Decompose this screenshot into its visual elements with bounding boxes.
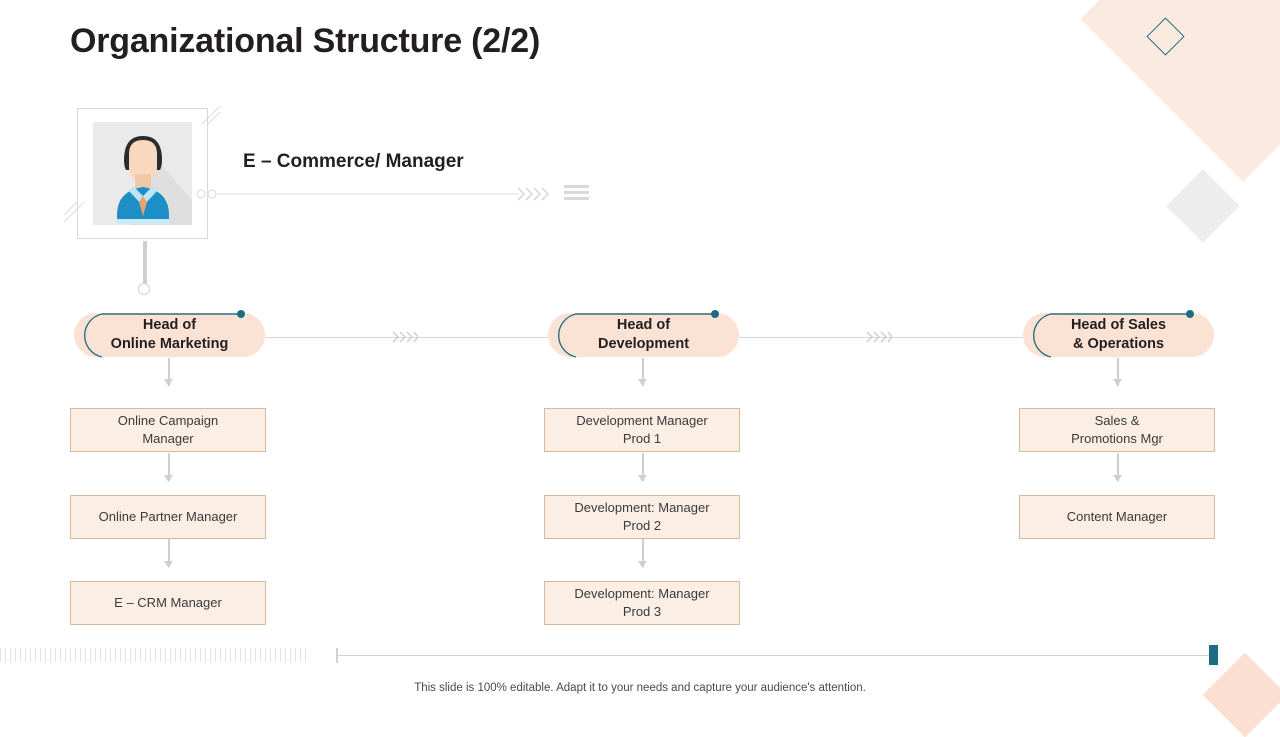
footer-accent-marker	[1209, 645, 1218, 665]
connector-c2-1	[642, 453, 644, 481]
role-box-label: Online Campaign Manager	[118, 412, 218, 449]
head-node-sales-operations[interactable]: Head of Sales & Operations	[1023, 310, 1214, 358]
head-label-line1: Head of Sales	[1070, 316, 1167, 333]
role-label-line2: Prod 2	[622, 518, 662, 533]
role-label-line1: Development Manager	[576, 412, 708, 428]
role-label-line1: E – CRM Manager	[114, 594, 222, 610]
head-node-online-marketing[interactable]: Head of Online Marketing	[74, 310, 265, 358]
footer-note: This slide is 100% editable. Adapt it to…	[414, 682, 866, 694]
connector-c3-head	[1117, 358, 1119, 386]
head-label-line2: & Operations	[1072, 336, 1165, 352]
role-box-development-manager-prod-1[interactable]: Development Manager Prod 1	[544, 408, 740, 452]
pill-accent-arc	[1032, 310, 1194, 358]
page-title: Organizational Structure (2/2)	[70, 22, 541, 60]
hamburger-menu-icon[interactable]	[564, 185, 589, 200]
decorative-gray-diamond	[1166, 169, 1240, 243]
head-node-label: Head of Online Marketing	[111, 316, 229, 354]
head-label-line2: Online Marketing	[110, 336, 229, 352]
arrowhead-c1-1	[164, 475, 173, 482]
role-box-label: Online Partner Manager	[99, 508, 238, 526]
role-box-development-manager-prod-2[interactable]: Development: Manager Prod 2	[544, 495, 740, 539]
role-label-line1: Development: Manager	[574, 499, 710, 515]
head-label-line2: Development	[597, 336, 690, 352]
connector-c1-2	[168, 539, 170, 567]
role-label-line2: Promotions Mgr	[1071, 431, 1163, 446]
decorative-peach-square	[1080, 0, 1280, 182]
role-label-line2: Prod 3	[622, 604, 662, 619]
footer-divider	[336, 655, 1212, 656]
role-box-e-crm-manager[interactable]: E – CRM Manager	[70, 581, 266, 625]
arrowhead-c2-head	[638, 379, 647, 386]
arrowhead-c1-head	[164, 379, 173, 386]
role-box-label: Development: Manager Prod 3	[574, 585, 709, 622]
trunk-connector-line	[143, 241, 147, 289]
rail-chevron-icon-2	[866, 331, 892, 343]
role-box-label: Development Manager Prod 1	[576, 412, 708, 449]
head-node-label: Head of Development	[598, 316, 689, 354]
role-label-line2: Prod 1	[622, 431, 662, 446]
role-box-content-manager[interactable]: Content Manager	[1019, 495, 1215, 539]
role-label-line1: Content Manager	[1066, 508, 1168, 524]
trunk-connector-node	[138, 283, 150, 295]
pill-accent-arc	[557, 310, 719, 358]
connector-c2-2	[642, 539, 644, 567]
role-label-line1: Sales &	[1094, 412, 1140, 428]
decorative-diamond-outline-icon	[1146, 17, 1185, 56]
rail-connector-1	[265, 337, 550, 338]
arrowhead-c2-1	[638, 475, 647, 482]
role-box-online-campaign-manager[interactable]: Online Campaign Manager	[70, 408, 266, 452]
decorative-peach-diamond	[1202, 652, 1280, 737]
connector-c1-head	[168, 358, 170, 386]
head-node-label: Head of Sales & Operations	[1071, 316, 1166, 354]
connector-c3-1	[1117, 453, 1119, 481]
executive-connector-line	[196, 187, 550, 201]
role-label-line2: Manager	[142, 431, 194, 446]
role-label-line1: Online Campaign	[117, 412, 219, 428]
rail-chevron-icon-1	[392, 331, 418, 343]
role-box-label: Development: Manager Prod 2	[574, 499, 709, 536]
role-box-development-manager-prod-3[interactable]: Development: Manager Prod 3	[544, 581, 740, 625]
arrowhead-c3-head	[1113, 379, 1122, 386]
head-label-line1: Head of	[142, 316, 197, 333]
role-box-label: E – CRM Manager	[114, 594, 222, 612]
role-box-online-partner-manager[interactable]: Online Partner Manager	[70, 495, 266, 539]
rail-connector-2	[739, 337, 1024, 338]
arrowhead-c3-1	[1113, 475, 1122, 482]
role-label-line1: Online Partner Manager	[98, 508, 238, 524]
connector-c1-1	[168, 453, 170, 481]
head-node-development[interactable]: Head of Development	[548, 310, 739, 358]
role-label-line1: Development: Manager	[574, 585, 710, 601]
connector-c2-head	[642, 358, 644, 386]
executive-role-title: E – Commerce/ Manager	[243, 151, 464, 172]
arrowhead-c1-2	[164, 561, 173, 568]
role-box-sales-promotions-mgr[interactable]: Sales & Promotions Mgr	[1019, 408, 1215, 452]
footer-hatch-band	[0, 648, 310, 662]
role-box-label: Sales & Promotions Mgr	[1071, 412, 1163, 449]
head-label-line1: Head of	[616, 316, 671, 333]
role-box-label: Content Manager	[1067, 508, 1167, 526]
arrowhead-c2-2	[638, 561, 647, 568]
person-avatar-icon	[93, 122, 192, 225]
pill-accent-arc	[83, 310, 245, 358]
